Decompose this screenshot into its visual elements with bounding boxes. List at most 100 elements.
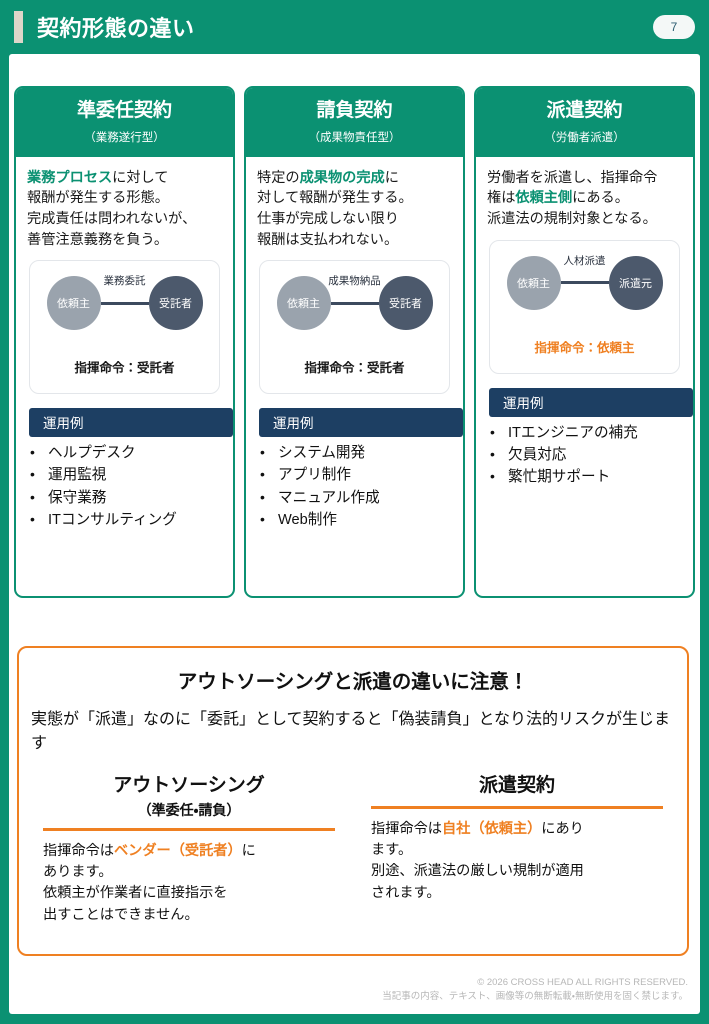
card-title: 準委任契約 [76,100,172,121]
bullet-icon: • [260,510,265,527]
warning-columns: アウトソーシング （準委任・請負） 指揮命令はベンダー（受託者）にあります。依頼… [19,774,687,926]
usage-item-text: ヘルプデスク [48,445,136,462]
usage-item-text: 保守業務 [48,489,107,506]
bullet-icon: • [490,423,495,440]
copyright-line-1: © 2026 CROSS HEAD ALL RIGHTS RESERVED. [477,977,688,989]
page-number-badge: 7 [653,15,695,39]
card-header: 請負契約 （成果物責任型） [246,88,463,157]
list-item: • Web制作 [260,509,455,531]
relationship-diagram: 依頼主 人材派遣 派遣元 指揮命令：依頼主 [489,239,680,374]
diagram-link-label: 成果物納品 [328,275,381,288]
card-description: 特定の成果物の完成に対して報酬が発生する。仕事が完成しない限り報酬は支払われない… [246,157,463,250]
diagram-node-agency: 派遣元 [608,255,663,310]
desc-post: に対して報酬が発生する形態。完成責任は問われないが、善管注意義務を負う。 [27,169,197,248]
usage-item-text: マニュアル作成 [278,489,380,506]
contract-card-haken: 派遣契約 （労働者派遣） 労働者を派遣し、指揮命令権は依頼主側にある。派遣法の規… [474,86,695,598]
card-description: 業務プロセスに対して報酬が発生する形態。完成責任は問われないが、善管注意義務を負… [16,157,233,250]
list-item: • ヘルプデスク [30,442,225,464]
list-item: • 保守業務 [30,487,225,509]
diagram-link-line [330,301,379,305]
desc-highlight: 業務プロセス [27,169,113,186]
diagram-link-line [100,301,149,305]
bullet-icon: • [490,467,495,484]
warning-lead-text: 実態が「派遣」なのに「委託」として契約すると「偽装請負」となり法的リスクが生じま… [31,711,671,752]
desc-pre: 特定の [257,169,300,186]
body-highlight: 自社（依頼主） [441,820,542,837]
card-subtitle: （成果物責任型） [308,131,401,144]
copyright-line-2: 当記事の内容、テキスト、画像等の無断転載・無断使用を固く禁じます。 [382,991,688,1003]
card-description: 労働者を派遣し、指揮命令権は依頼主側にある。派遣法の規制対象となる。 [476,157,693,230]
slide-body: 準委任契約 （業務遂行型） 業務プロセスに対して報酬が発生する形態。完成責任は問… [9,54,700,1014]
desc-post: に対して報酬が発生する。仕事が完成しない限り報酬は支払われない。 [257,169,413,248]
diagram-command-note: 指揮命令：受託者 [304,361,405,376]
list-item: • システム開発 [260,442,455,464]
usage-label: 運用例 [259,408,463,438]
usage-item-text: システム開発 [278,445,366,462]
card-subtitle: （業務遂行型） [84,131,165,144]
bullet-icon: • [30,510,35,527]
usage-item-text: ITコンサルティング [48,511,177,528]
bullet-icon: • [30,444,35,461]
list-item: • 運用監視 [30,464,225,486]
contract-cards-row: 準委任契約 （業務遂行型） 業務プロセスに対して報酬が発生する形態。完成責任は問… [14,86,695,598]
relationship-diagram: 依頼主 成果物納品 受託者 指揮命令：受託者 [259,260,450,395]
warning-column-outsourcing: アウトソーシング （準委任・請負） 指揮命令はベンダー（受託者）にあります。依頼… [25,774,353,926]
diagram-link: 人材派遣 [560,254,609,310]
warning-column-rule [43,827,335,831]
desc-post: にある。派遣法の規制対象となる。 [487,190,657,227]
list-item: • ITコンサルティング [30,509,225,531]
usage-item-text: 運用監視 [48,467,107,484]
diagram-node-contractor: 受託者 [148,276,203,331]
body-post: にあります。依頼主が作業者に直接指示を出すことはできません。 [43,842,256,923]
usage-list: • システム開発 • アプリ制作 •マニュアル作成 • Web制作 [246,442,463,531]
desc-highlight: 成果物の完成 [299,169,385,186]
warning-column-subtitle: （準委任・請負） [137,801,241,818]
contract-card-ukeoi: 請負契約 （成果物責任型） 特定の成果物の完成に対して報酬が発生する。仕事が完成… [244,86,465,598]
diagram-link: 業務委託 [100,275,149,330]
warning-column-body: 指揮命令は自社（依頼主）にあります。別途、派遣法の厳しい規制が適用されます。 [371,819,663,904]
list-item: • 繁忙期サポート [490,466,685,488]
header-accent-bar [14,11,23,43]
bullet-icon: • [260,466,265,483]
diagram-link-label: 業務委託 [103,275,146,288]
warning-box: アウトソーシングと派遣の違いに注意！ 実態が「派遣」なのに「委託」として契約する… [17,646,689,956]
diagram-nodes: 依頼主 人材派遣 派遣元 [490,241,679,325]
slide-header: 契約形態の違い 7 [0,0,709,54]
bullet-icon: • [260,444,265,461]
diagram-link-label: 人材派遣 [563,254,606,267]
card-title: 請負契約 [316,100,393,121]
card-subtitle: （労働者派遣） [544,131,625,144]
diagram-node-client: 依頼主 [506,255,561,310]
card-header: 派遣契約 （労働者派遣） [476,88,693,157]
usage-label: 運用例 [489,387,693,417]
warning-column-body: 指揮命令はベンダー（受託者）にあります。依頼主が作業者に直接指示を出すことはでき… [43,841,335,926]
card-header: 準委任契約 （業務遂行型） [16,88,233,157]
bullet-icon: • [30,466,35,483]
warning-column-dispatch: 派遣契約 指揮命令は自社（依頼主）にあります。別途、派遣法の厳しい規制が適用され… [353,774,681,926]
diagram-command-note: 指揮命令：依頼主 [534,340,635,355]
desc-pre: 労働者を派遣し、指揮命令権は [487,169,658,207]
diagram-node-contractor: 受託者 [378,276,433,331]
usage-list: •ITエンジニアの補充 •欠員対応 •繁忙期サポート [476,422,693,489]
warning-column-title: 派遣契約 [478,775,555,796]
diagram-link-line [560,281,609,285]
warning-column-title: アウトソーシング [113,775,265,796]
list-item: • ITエンジニアの補充 [490,422,685,444]
usage-item-text: アプリ制作 [278,467,351,484]
diagram-node-client: 依頼主 [46,276,101,331]
card-title: 派遣契約 [546,100,623,121]
bullet-icon: • [490,445,495,462]
usage-item-text: 繁忙期サポート [508,468,611,485]
body-highlight: ベンダー（受託者） [113,842,242,859]
body-pre: 指揮命令は [43,842,114,859]
warning-title: アウトソーシングと派遣の違いに注意！ [177,671,529,693]
bullet-icon: • [30,488,35,505]
page-title: 契約形態の違い [37,16,195,41]
usage-label: 運用例 [29,408,233,438]
list-item: •マニュアル作成 [260,487,455,509]
usage-item-text: ITエンジニアの補充 [508,424,638,441]
desc-highlight: 依頼主側 [515,190,573,207]
usage-item-text: Web制作 [278,511,337,528]
footer-copyright: © 2026 CROSS HEAD ALL RIGHTS RESERVED. 当… [382,976,688,1004]
